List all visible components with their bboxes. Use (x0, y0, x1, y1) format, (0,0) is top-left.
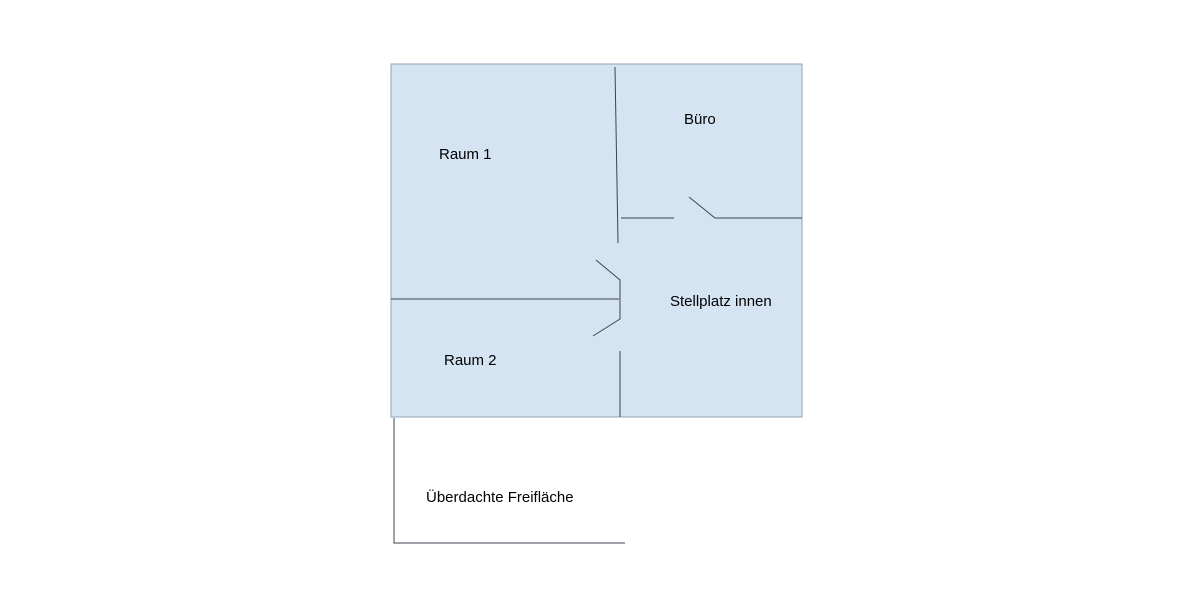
wall-raum1-buero (614, 66, 619, 244)
room-label-buero: Büro (684, 111, 716, 128)
door-raum1 (595, 259, 621, 299)
room-label-raum2: Raum 2 (444, 352, 497, 369)
building-footprint (390, 63, 803, 418)
room-label-freiflaeche: Überdachte Freifläche (426, 489, 574, 506)
door-raum2 (592, 299, 621, 337)
door-buero (688, 196, 716, 219)
room-label-raum1: Raum 1 (439, 146, 492, 163)
room-label-stellplatz: Stellplatz innen (670, 293, 772, 310)
covered-area-outline (393, 418, 625, 544)
